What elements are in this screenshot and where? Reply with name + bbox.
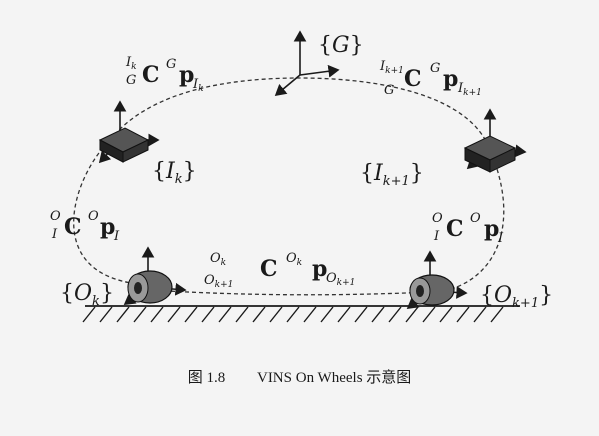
svg-text:I: I xyxy=(497,231,504,246)
hatch-line xyxy=(388,306,402,323)
svg-text:G: G xyxy=(430,61,440,76)
svg-text:O: O xyxy=(470,211,481,226)
svg-text:p: p xyxy=(484,216,499,242)
transform-global-to-imu-k: Ik G C G p Ik xyxy=(125,55,204,94)
imu-k1-frame-label: {Ik+1} xyxy=(360,161,424,189)
svg-text:p: p xyxy=(100,214,115,240)
svg-text:I: I xyxy=(51,227,58,242)
svg-text:G: G xyxy=(166,57,176,72)
hatch-line xyxy=(303,306,317,323)
hatch-line xyxy=(218,306,232,323)
svg-text:C: C xyxy=(404,66,422,92)
hatch-line xyxy=(456,306,470,323)
hatch-line xyxy=(286,306,300,323)
svg-text:p: p xyxy=(179,62,194,88)
hatch-line xyxy=(167,306,181,323)
svg-text:Ok+1: Ok+1 xyxy=(326,271,355,288)
svg-text:C: C xyxy=(64,214,82,240)
figure-title: VINS On Wheels 示意图 xyxy=(256,370,412,386)
hatch-line xyxy=(133,306,147,323)
svg-text:I: I xyxy=(113,229,120,244)
transform-global-to-imu-k1: Ik+1 G C G p Ik+1 xyxy=(379,59,482,98)
svg-text:O: O xyxy=(50,209,61,224)
imu-k-frame-label: {Ik} xyxy=(152,159,197,187)
hatch-line xyxy=(354,306,368,323)
svg-text:O: O xyxy=(432,211,443,226)
hatch-line xyxy=(320,306,334,323)
hatch-line xyxy=(371,306,385,323)
odom-k-frame-label: {Ok} xyxy=(60,281,114,309)
imu-k-icon xyxy=(98,100,160,164)
svg-text:G: G xyxy=(384,83,394,98)
odom-k1-frame-label: {Ok+1} xyxy=(480,283,553,311)
svg-text:Ik: Ik xyxy=(125,55,137,72)
hatch-line xyxy=(405,306,419,323)
figure-number: 图 1.8 xyxy=(187,370,226,386)
svg-text:Ok: Ok xyxy=(210,251,226,268)
hatch-line xyxy=(473,306,487,323)
transform-odom-k-to-odom-k1: Ok Ok+1 C Ok p Ok+1 xyxy=(204,251,355,290)
hatch-line xyxy=(150,306,164,323)
svg-text:p: p xyxy=(443,66,458,92)
svg-text:p: p xyxy=(312,256,327,282)
hatch-line xyxy=(82,306,96,323)
svg-text:Ik+1: Ik+1 xyxy=(379,59,404,76)
svg-text:Ik+1: Ik+1 xyxy=(457,81,482,98)
svg-text:Ok+1: Ok+1 xyxy=(204,273,233,290)
hatch-line xyxy=(269,306,283,323)
hatch-line xyxy=(490,306,504,323)
figure-caption: 图 1.8 VINS On Wheels 示意图 xyxy=(0,366,599,387)
hatch-line xyxy=(201,306,215,323)
hatch-line xyxy=(184,306,198,323)
hatch-line xyxy=(235,306,249,323)
svg-text:Ok: Ok xyxy=(286,251,302,268)
hatch-line xyxy=(439,306,453,323)
svg-text:C: C xyxy=(260,256,278,282)
wheel-odom-k1-icon xyxy=(406,250,468,309)
transform-imu-to-odom-left: O I C O p I xyxy=(50,209,120,244)
global-frame-label: {G} xyxy=(318,33,364,58)
svg-text:I: I xyxy=(433,229,440,244)
hatch-line xyxy=(337,306,351,323)
hatch-line xyxy=(116,306,130,323)
vins-on-wheels-diagram: {G} {Ik} {Ik+1} {Ok} {Ok+1} Ik G C G p I… xyxy=(50,30,553,323)
ground-hatching xyxy=(82,305,520,323)
hatch-line xyxy=(422,306,436,323)
trajectory-bottom xyxy=(149,289,431,296)
hatch-line xyxy=(252,306,266,323)
global-frame-axes-icon xyxy=(274,30,340,97)
svg-text:C: C xyxy=(446,216,464,242)
svg-text:Ik: Ik xyxy=(192,77,204,94)
svg-text:G: G xyxy=(126,73,136,88)
svg-text:O: O xyxy=(88,209,99,224)
svg-text:C: C xyxy=(142,62,160,88)
hatch-line xyxy=(99,306,113,323)
trajectory-loop xyxy=(73,77,505,293)
imu-k1-icon xyxy=(463,108,527,173)
wheel-odom-k-icon xyxy=(123,246,187,305)
transform-imu-to-odom-right: O I C O p I xyxy=(432,211,504,246)
